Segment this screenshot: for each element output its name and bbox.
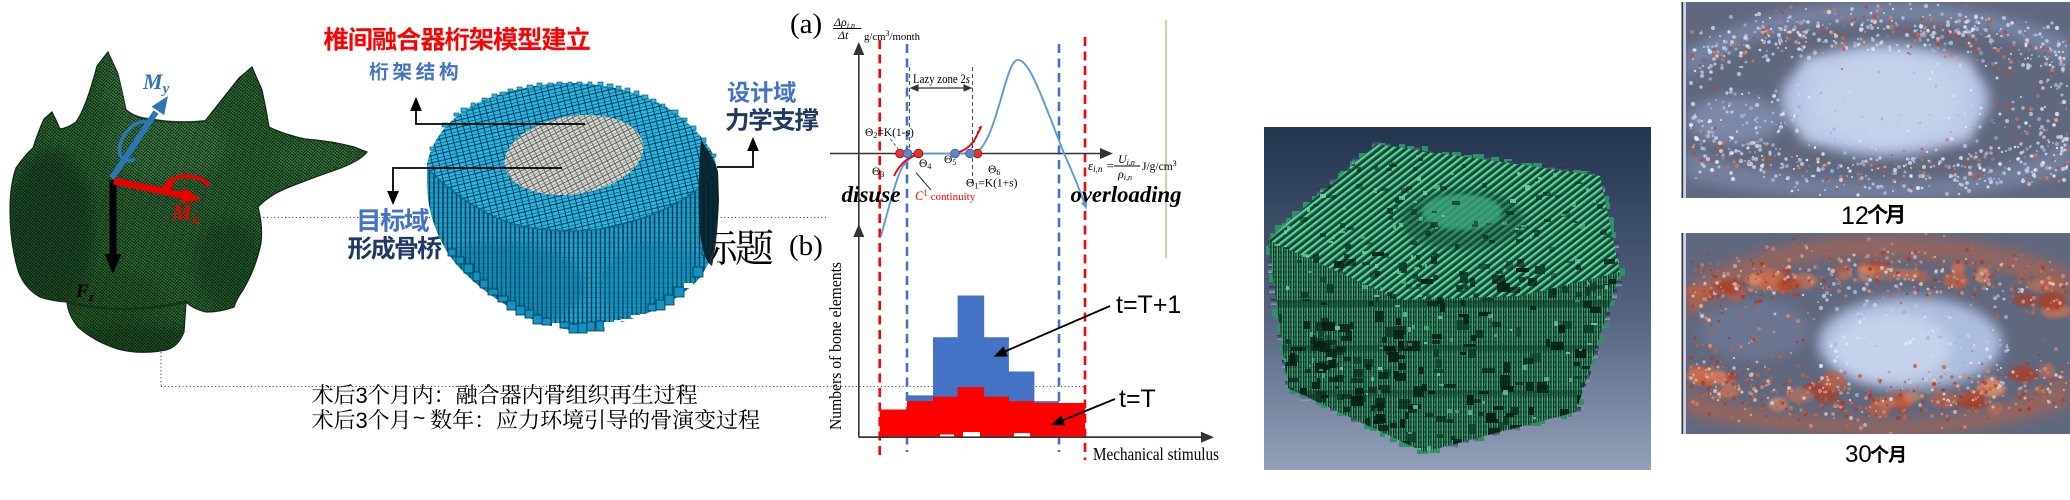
svg-text:J/g/cm3: J/g/cm3 — [1142, 159, 1177, 173]
svg-text:(a): (a) — [790, 8, 822, 40]
svg-text:Θ3: Θ3 — [872, 166, 884, 179]
svg-text:My: My — [142, 69, 170, 97]
svg-text:3: 3 — [356, 408, 368, 433]
svg-text:Mx: Mx — [171, 200, 200, 228]
svg-text:12: 12 — [1841, 202, 1869, 230]
svg-text:Lazy zone 2s: Lazy zone 2s — [913, 71, 970, 86]
svg-text:Numbers of bone elements: Numbers of bone elements — [826, 262, 845, 430]
svg-text:Δt: Δt — [837, 28, 849, 42]
svg-text:g/cm3/month: g/cm3/month — [864, 29, 920, 43]
svg-text:t=T: t=T — [1119, 385, 1156, 413]
svg-text:Ui,n: Ui,n — [1118, 152, 1135, 167]
svg-text:Θ4: Θ4 — [919, 158, 931, 171]
svg-text:30: 30 — [1845, 441, 1872, 468]
svg-text:Θ2=K(1-s): Θ2=K(1-s) — [865, 127, 914, 140]
svg-text:3: 3 — [356, 383, 368, 408]
svg-text:Θ5: Θ5 — [944, 154, 956, 167]
svg-text:~: ~ — [413, 407, 425, 430]
svg-text:overloading: overloading — [1071, 182, 1182, 207]
svg-text:(b): (b) — [789, 230, 823, 262]
svg-text:Mechanical stimulus: Mechanical stimulus — [1093, 444, 1219, 464]
svg-text:disuse: disuse — [842, 182, 901, 207]
svg-text:εi,n =: εi,n = — [1088, 158, 1114, 174]
svg-text:Θ6: Θ6 — [988, 164, 1000, 177]
svg-text:t=T+1: t=T+1 — [1116, 291, 1181, 319]
svg-text:C1 continuity: C1 continuity — [915, 188, 976, 203]
svg-text:ρi,n: ρi,n — [1117, 167, 1132, 182]
svg-text:Θ1=K(1+s): Θ1=K(1+s) — [966, 178, 1018, 191]
